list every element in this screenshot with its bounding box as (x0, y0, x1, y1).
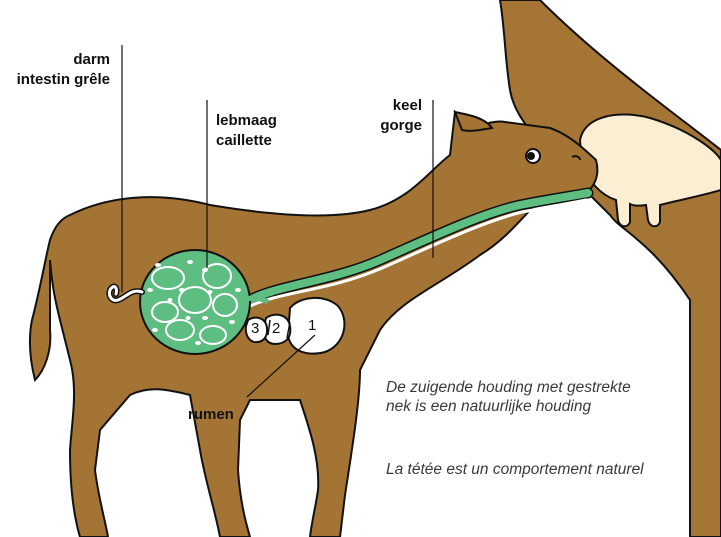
caption-dutch: De zuigende houding met gestrekte nek is… (386, 378, 656, 416)
stomach-number-1: 1 (308, 317, 316, 334)
label-darm: darm intestin grêle (6, 50, 110, 90)
label-rumen: rumen (188, 405, 234, 425)
label-lebmaag-line1: lebmaag (216, 111, 277, 131)
stomach-number-2: 2 (272, 320, 280, 337)
calf-ear (455, 112, 492, 131)
stomach-number-3: 3 (251, 320, 259, 337)
label-lebmaag-line2: caillette (216, 131, 277, 151)
label-lebmaag: lebmaag caillette (216, 111, 277, 151)
calf-pupil (527, 152, 535, 160)
label-darm-line2: intestin grêle (6, 70, 110, 90)
label-darm-line1: darm (6, 50, 110, 70)
label-keel-line2: gorge (372, 116, 422, 136)
cow-body (500, 0, 721, 537)
label-keel: keel gorge (372, 96, 422, 136)
caption-french: La tétée est un comportement naturel (386, 460, 656, 479)
label-keel-line1: keel (372, 96, 422, 116)
